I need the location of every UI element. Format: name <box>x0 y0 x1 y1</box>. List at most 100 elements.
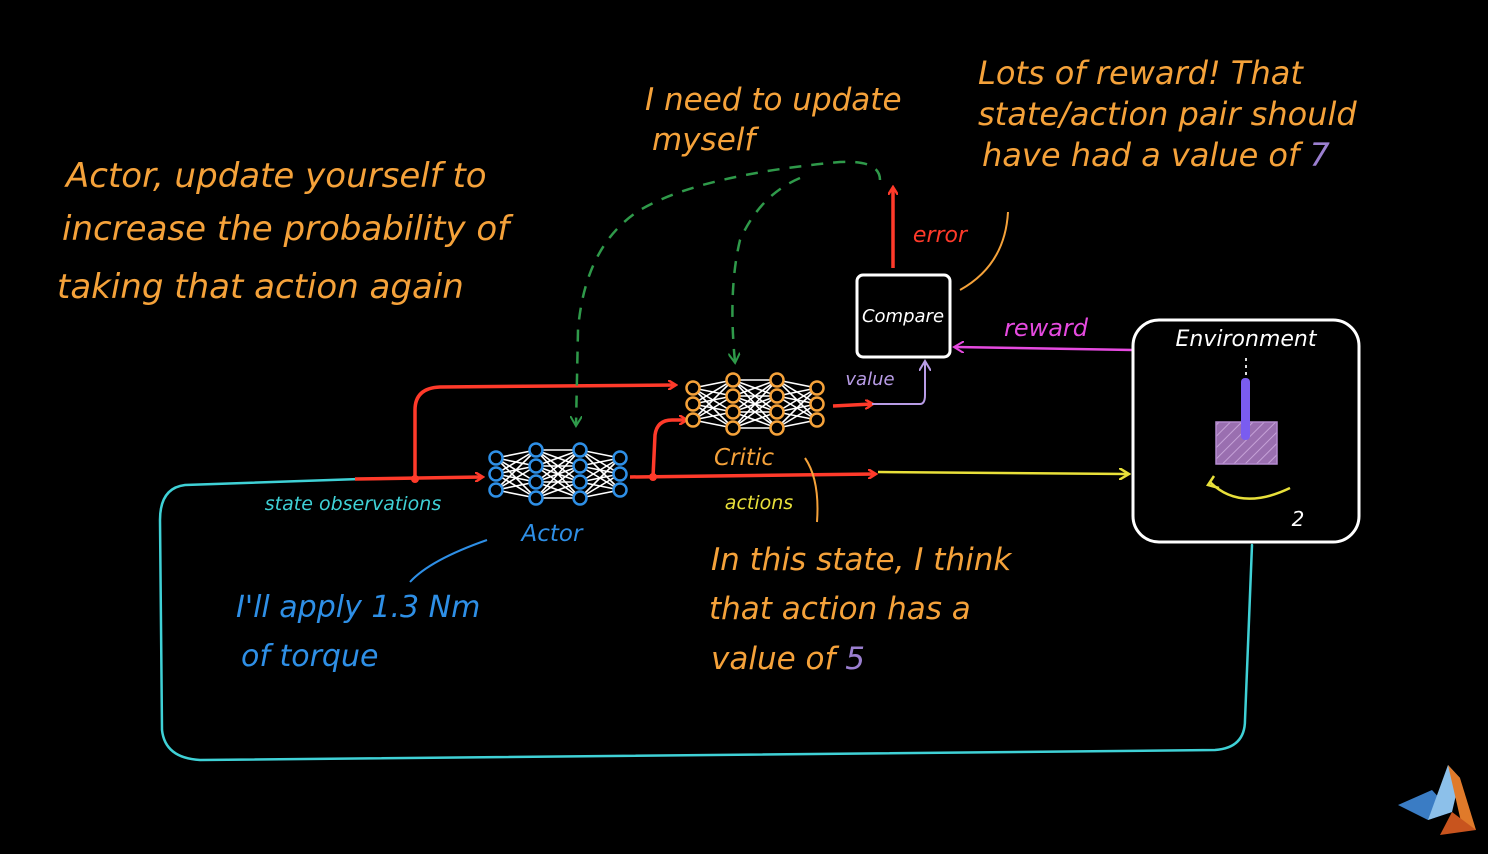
critic-quote-value: 5 <box>845 641 865 677</box>
critic-note-line: myself <box>652 122 759 158</box>
network-edge <box>776 387 818 429</box>
network-node <box>612 466 628 482</box>
network-node <box>725 372 741 388</box>
network-node <box>725 420 741 436</box>
network-node <box>685 412 701 428</box>
reward-note: Lots of reward! That state/action pair s… <box>978 54 1357 174</box>
network-edge <box>776 387 818 413</box>
network-node <box>488 466 504 482</box>
network-edge <box>692 395 734 421</box>
network-edge <box>535 465 581 499</box>
observation-loop-line <box>158 477 1254 762</box>
network-node <box>725 388 741 404</box>
actions-to-environment-arrow <box>877 472 1128 474</box>
critic-quote-prefix: value of <box>711 641 839 677</box>
network-node <box>769 388 785 404</box>
network-node <box>572 474 588 490</box>
network-node <box>612 482 628 498</box>
network-edge <box>732 395 778 429</box>
network-node <box>528 474 544 490</box>
update-actor-dashed-arrow <box>576 160 882 425</box>
reward-note-line: state/action pair should <box>978 95 1357 133</box>
network-edge <box>535 449 581 467</box>
actor-to-actions-arrow <box>629 474 875 477</box>
critic-quote: In this state, I think that action has a… <box>709 542 1012 677</box>
action-branch-dot <box>649 473 657 481</box>
critic-quote-leader <box>804 457 819 523</box>
network-edge <box>732 411 778 429</box>
actor-quote-leader <box>409 539 488 583</box>
network-edge <box>732 379 778 429</box>
pendulum-icon: 2 <box>1205 358 1305 531</box>
state-branch-dot <box>411 475 419 483</box>
value-label: value <box>845 369 894 390</box>
network-edge <box>495 449 537 491</box>
network-node <box>572 442 588 458</box>
actor-label: Actor <box>520 521 584 547</box>
critic-update-note: I need to update myself <box>645 82 902 158</box>
critic-value-arrow <box>832 404 872 406</box>
network-node <box>725 404 741 420</box>
network-edge <box>732 379 778 413</box>
network-node <box>685 396 701 412</box>
critic-note-line: I need to update <box>645 82 902 118</box>
state-observations-label: state observations <box>265 493 442 515</box>
network-node <box>809 380 825 396</box>
reward-arrow <box>955 347 1134 350</box>
network-edge <box>579 473 621 499</box>
value-to-compare-arrow <box>872 362 925 405</box>
network-node <box>528 442 544 458</box>
actor-quote: I'll apply 1.3 Nm of torque <box>236 590 480 674</box>
network-edge <box>535 481 581 499</box>
reward-note-prefix: have had a value of <box>982 136 1304 174</box>
reward-label: reward <box>1004 314 1089 342</box>
critic-label: Critic <box>714 445 774 471</box>
environment-label: Environment <box>1176 327 1318 352</box>
matlab-logo-icon <box>1398 765 1476 835</box>
network-node <box>685 380 701 396</box>
compare-box <box>855 273 952 359</box>
actor-note-line: increase the probability of <box>62 209 514 249</box>
critic-network-icon <box>685 372 825 436</box>
action-to-critic-arrow <box>651 420 686 478</box>
network-edge <box>495 449 537 475</box>
network-edge <box>692 379 734 405</box>
network-edge <box>535 449 581 499</box>
actor-note-line: Actor, update yourself to <box>64 156 487 196</box>
actor-update-note: Actor, update yourself to increase the p… <box>57 156 514 307</box>
state-to-critic-arrow <box>413 385 675 479</box>
network-node <box>769 372 785 388</box>
network-node <box>528 458 544 474</box>
actor-note-line: taking that action again <box>57 267 464 307</box>
network-node <box>528 490 544 506</box>
network-node <box>488 450 504 466</box>
svg-text:2: 2 <box>1292 507 1305 531</box>
actions-label: actions <box>725 492 793 514</box>
reward-note-leader <box>959 211 1009 291</box>
critic-quote-line: value of 5 <box>711 641 865 677</box>
network-node <box>488 482 504 498</box>
network-node <box>769 404 785 420</box>
actor-quote-line: I'll apply 1.3 Nm <box>236 590 480 625</box>
reward-note-line: Lots of reward! That <box>978 54 1304 92</box>
reward-note-value: 7 <box>1309 136 1330 174</box>
network-edge <box>732 379 778 397</box>
network-node <box>809 396 825 412</box>
actor-network-icon <box>488 442 628 506</box>
network-node <box>572 490 588 506</box>
error-label: error <box>913 223 969 248</box>
network-edge <box>579 457 621 499</box>
compare-label: Compare <box>862 306 944 327</box>
network-edge <box>495 465 537 491</box>
actor-quote-line: of torque <box>241 639 378 674</box>
update-critic-dashed-arrow <box>732 176 801 362</box>
reward-note-line: have had a value of 7 <box>982 136 1330 174</box>
network-edge <box>692 379 734 421</box>
network-node <box>809 412 825 428</box>
network-node <box>572 458 588 474</box>
critic-quote-line: that action has a <box>709 591 971 627</box>
network-node <box>612 450 628 466</box>
network-edge <box>776 403 818 429</box>
